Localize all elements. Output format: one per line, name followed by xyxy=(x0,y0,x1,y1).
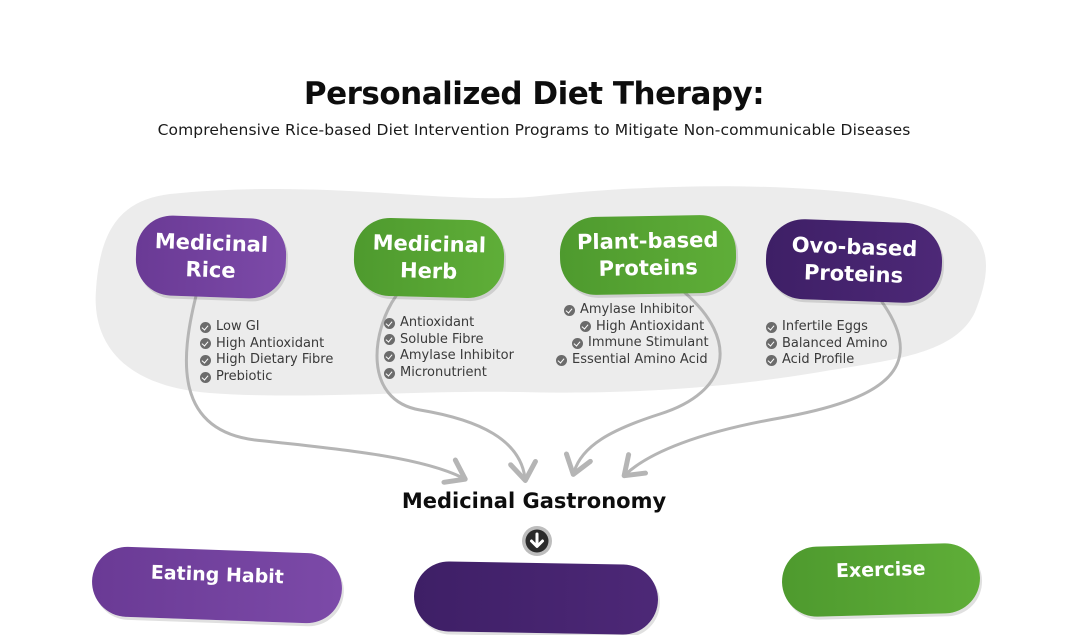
category-ovo-based-proteins: Ovo-based Proteins xyxy=(764,217,944,305)
list-item: Low GI xyxy=(200,319,333,336)
connector-arrow-herb xyxy=(375,294,538,483)
list-item: Infertile Eggs xyxy=(766,319,888,336)
eating-habit-pill: Eating Habit xyxy=(90,545,344,625)
category-label: Ovo-based Proteins xyxy=(791,232,918,288)
exercise-pill: Exercise xyxy=(781,542,981,618)
check-circle-icon xyxy=(384,334,395,346)
list-item: Balanced Amino xyxy=(766,336,888,353)
medicinal-herb-benefits: Antioxidant Soluble Fibre Amylase Inhibi… xyxy=(384,315,514,381)
check-circle-icon xyxy=(200,371,211,383)
list-item: Amylase Inhibitor xyxy=(556,302,709,319)
check-circle-icon xyxy=(556,354,567,366)
list-item: High Dietary Fibre xyxy=(200,352,333,369)
list-item: Antioxidant xyxy=(384,315,514,332)
check-circle-icon xyxy=(384,317,395,329)
ovo-based-proteins-benefits: Infertile Eggs Balanced Amino Acid Profi… xyxy=(766,319,888,369)
check-circle-icon xyxy=(766,338,777,350)
arrow-down-circle-icon xyxy=(522,526,552,556)
category-plant-based-proteins: Plant-based Proteins xyxy=(559,214,737,296)
list-item: Essential Amino Acid xyxy=(556,352,709,369)
list-item: Amylase Inhibitor xyxy=(384,348,514,365)
connector-arrow-ovo xyxy=(621,300,902,479)
list-item: High Antioxidant xyxy=(556,319,709,336)
category-label: Medicinal Rice xyxy=(154,229,269,283)
category-label: Plant-based Proteins xyxy=(576,227,719,281)
connector-arrow-rice xyxy=(184,294,468,485)
check-circle-icon xyxy=(200,321,211,333)
list-item: Immune Stimulant xyxy=(556,335,709,352)
page-title: Personalized Diet Therapy: xyxy=(303,76,765,112)
check-circle-icon xyxy=(384,367,395,379)
check-circle-icon xyxy=(766,321,777,333)
category-backdrop xyxy=(95,186,986,396)
category-label: Medicinal Herb xyxy=(372,230,487,284)
check-circle-icon xyxy=(766,354,777,366)
center-bottom-pill xyxy=(413,560,659,635)
medicinal-rice-benefits: Low GI High Antioxidant High Dietary Fib… xyxy=(200,319,333,385)
connector-arrow-plant xyxy=(563,290,722,477)
diagram-background xyxy=(95,186,986,485)
plant-based-proteins-benefits: Amylase Inhibitor High Antioxidant Immun… xyxy=(556,302,709,368)
check-circle-icon xyxy=(200,354,211,366)
medicinal-gastronomy-label: Medicinal Gastronomy xyxy=(401,489,667,513)
check-circle-icon xyxy=(384,350,395,362)
check-circle-icon xyxy=(200,338,211,350)
list-item: High Antioxidant xyxy=(200,336,333,353)
check-circle-icon xyxy=(564,304,575,316)
list-item: Soluble Fibre xyxy=(384,332,514,349)
eating-habit-label: Eating Habit xyxy=(150,561,285,589)
page-subtitle: Comprehensive Rice-based Diet Interventi… xyxy=(157,121,911,139)
check-circle-icon xyxy=(580,321,591,333)
category-medicinal-rice: Medicinal Rice xyxy=(134,214,288,300)
exercise-label: Exercise xyxy=(835,557,926,583)
list-item: Acid Profile xyxy=(766,352,888,369)
check-circle-icon xyxy=(572,337,583,349)
list-item: Prebiotic xyxy=(200,369,333,386)
category-medicinal-herb: Medicinal Herb xyxy=(353,217,505,299)
list-item: Micronutrient xyxy=(384,365,514,382)
